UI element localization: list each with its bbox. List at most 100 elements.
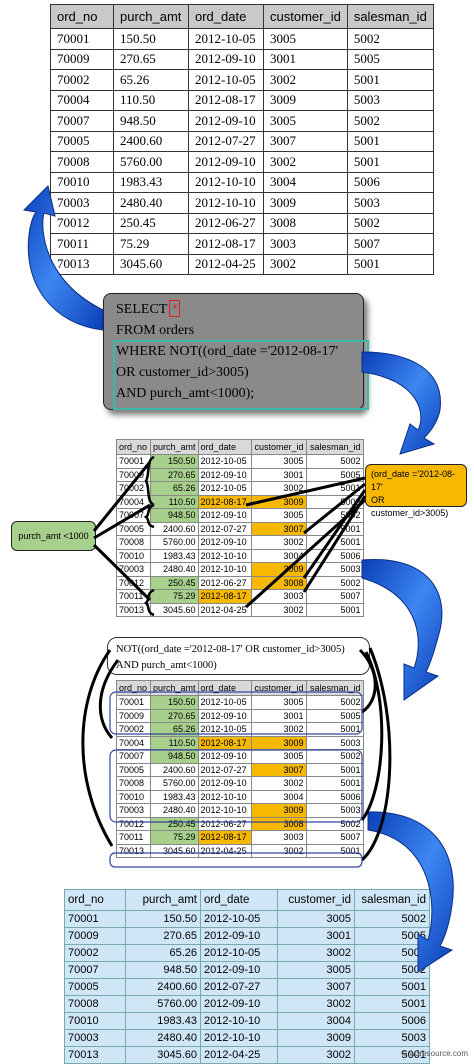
table-cell: 70009 (116, 708, 151, 723)
table-cell: 5002 (354, 961, 430, 979)
table-cell: 250.45 (150, 816, 199, 831)
table-cell: 948.50 (113, 110, 189, 132)
table-cell: 5001 (346, 130, 434, 152)
table-cell: 150.50 (113, 28, 189, 50)
table-cell: 2012-10-05 (188, 28, 264, 50)
table-cell: 5002 (305, 508, 364, 523)
table-cell: 5001 (305, 843, 364, 858)
table-cell: 70012 (116, 575, 151, 590)
table-cell: 3005 (250, 508, 307, 523)
column-header: ord_no (116, 680, 151, 696)
table-cell: 65.26 (113, 69, 189, 91)
table-cell: 5001 (346, 253, 434, 275)
table-cell: 5007 (346, 233, 434, 255)
table-cell: 5003 (354, 1029, 430, 1047)
table-cell: 3009 (263, 192, 348, 214)
table-cell: 3002 (250, 776, 307, 791)
column-header: ord_date (188, 4, 264, 29)
table-cell: 3002 (250, 722, 307, 737)
table-cell: 2012-10-05 (197, 695, 252, 710)
table-cell: 70013 (50, 253, 114, 275)
table-cell: 2400.60 (113, 130, 189, 152)
table-cell: 2012-09-10 (200, 927, 278, 945)
table-cell: 70011 (116, 830, 151, 845)
table-cell: 2012-10-05 (200, 910, 278, 928)
table-cell: 70010 (50, 171, 114, 193)
table-cell: 70007 (116, 508, 151, 523)
table-cell: 3004 (250, 789, 307, 804)
table-cell: 2012-09-10 (197, 749, 252, 764)
table-cell: 5003 (305, 803, 364, 818)
table-cell: 250.45 (113, 212, 189, 234)
table-cell: 3001 (277, 927, 355, 945)
table-cell: 2400.60 (150, 521, 199, 536)
table-cell: 3005 (263, 28, 348, 50)
column-header: salesman_id (305, 439, 364, 455)
table-cell: 2012-09-10 (200, 961, 278, 979)
callout-line-3: customer_id>3005) (371, 508, 449, 518)
table-cell: 3008 (250, 816, 307, 831)
table-cell: 3001 (250, 467, 307, 482)
table-cell: 5760.00 (150, 535, 199, 550)
table-cell: 70003 (64, 1029, 126, 1047)
table-cell: 3045.60 (150, 602, 199, 617)
table-cell: 3045.60 (150, 843, 199, 858)
table-cell: 3004 (250, 548, 307, 563)
table-cell: 70001 (64, 910, 126, 928)
table-cell: 2012-07-27 (188, 130, 264, 152)
table-cell: 2012-04-25 (200, 1046, 278, 1064)
table-cell: 3009 (250, 803, 307, 818)
table-cell: 2012-10-10 (197, 803, 252, 818)
table-cell: 70003 (116, 803, 151, 818)
table-cell: 70001 (116, 454, 151, 469)
table-cell: 70009 (50, 48, 114, 70)
table-cell: 3008 (250, 575, 307, 590)
table-cell: 70008 (50, 151, 114, 173)
table-cell: 2012-07-27 (200, 978, 278, 996)
table-cell: 5003 (346, 89, 434, 111)
table-cell: 5001 (346, 69, 434, 91)
column-header: purch_amt (150, 680, 199, 696)
table-cell: 2012-10-10 (197, 562, 252, 577)
table-cell: 948.50 (125, 961, 201, 979)
table-cell: 3005 (277, 910, 355, 928)
table-cell: 65.26 (125, 944, 201, 962)
table-cell: 5002 (305, 575, 364, 590)
table-cell: 2012-09-10 (200, 995, 278, 1013)
table-cell: 2012-07-27 (197, 521, 252, 536)
table-cell: 5001 (305, 602, 364, 617)
table-cell: 5002 (346, 212, 434, 234)
table-cell: 3007 (277, 978, 355, 996)
table-cell: 110.50 (150, 735, 199, 750)
table-cell: 2012-10-10 (197, 548, 252, 563)
table-cell: 3005 (250, 695, 307, 710)
column-header: customer_id (250, 680, 307, 696)
table-cell: 3002 (250, 535, 307, 550)
table-cell: 5007 (305, 589, 364, 604)
table-cell: 70004 (116, 494, 151, 509)
table-cell: 1983.43 (113, 171, 189, 193)
table-cell: 70012 (116, 816, 151, 831)
table-cell: 5001 (354, 978, 430, 996)
column-header: purch_amt (150, 439, 199, 455)
